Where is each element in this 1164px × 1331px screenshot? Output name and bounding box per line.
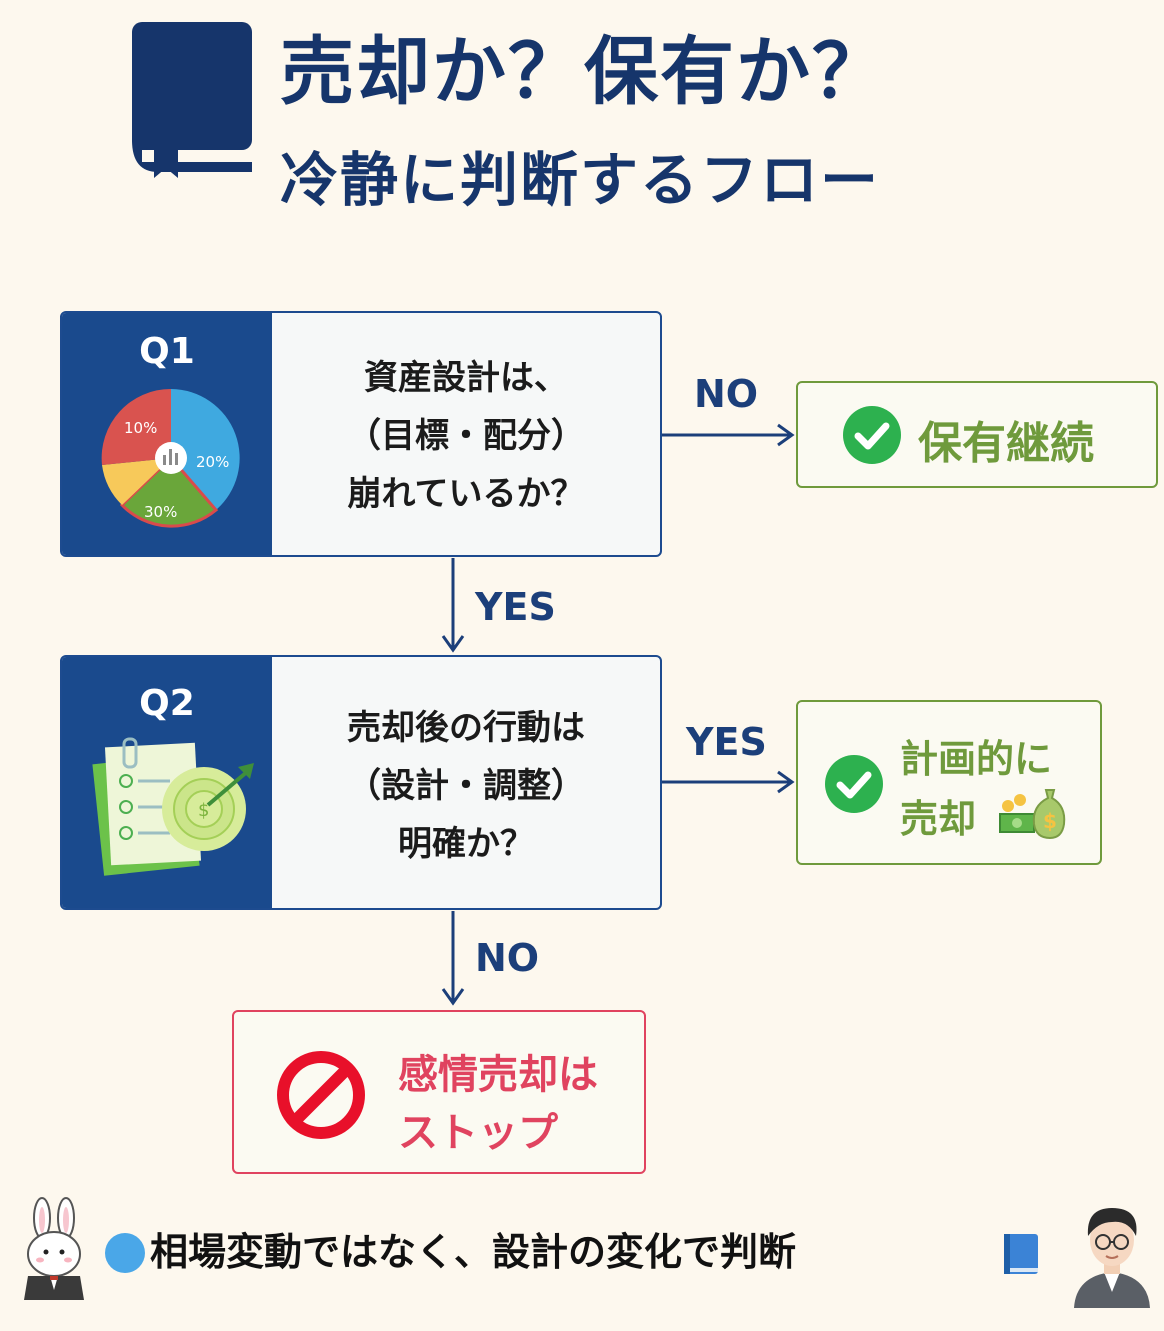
book-icon — [132, 22, 252, 178]
outcome-stop-line-2: ストップ — [398, 1110, 558, 1156]
outcome-sell-line-2: 売却 — [900, 797, 977, 841]
outcome-keep-box: 保有継続 — [796, 381, 1158, 488]
arrow-q1-no — [662, 423, 795, 447]
question-2-line-3: 明確か？ — [398, 824, 534, 864]
edge-label-q1-yes: YES — [475, 585, 556, 629]
pie-label-20: 20% — [196, 453, 229, 471]
outcome-keep-label: 保有継続 — [918, 418, 1094, 469]
outcome-sell-box: 計画的に 売却 $ — [796, 700, 1102, 865]
no-entry-icon — [277, 1051, 365, 1139]
checklist-target-icon: $ — [92, 737, 254, 876]
arrow-q2-no — [441, 911, 465, 1006]
page-subtitle: 冷静に判断するフロー — [280, 146, 881, 214]
check-icon — [843, 406, 901, 464]
outcome-stop-line-1: 感情売却は — [398, 1052, 598, 1098]
pie-label-30: 30% — [144, 503, 177, 521]
footer-message: 相場変動ではなく、設計の変化で判断 — [150, 1230, 797, 1274]
question-1-line-2: （目標・配分） — [347, 416, 585, 456]
edge-label-q2-yes: YES — [686, 720, 767, 764]
rabbit-mascot-icon — [24, 1197, 84, 1300]
pie-label-10: 10% — [124, 419, 157, 437]
question-1-line-1: 資産設計は、 — [364, 358, 568, 398]
blue-dot-icon — [105, 1233, 145, 1273]
page-title: 売却か？保有か？ — [280, 29, 888, 115]
question-1-line-3: 崩れているか？ — [347, 474, 585, 514]
question-1-panel: Q1 10% 20% 30% — [62, 313, 272, 555]
edge-label-q1-no: NO — [694, 372, 759, 416]
man-avatar-icon — [1074, 1208, 1150, 1308]
question-2-box: Q2 $ 売却後の行動は （設計・調整） 明確か？ — [60, 655, 662, 910]
question-2-line-1: 売却後の行動は — [347, 708, 585, 748]
question-2-line-2: （設計・調整） — [347, 766, 585, 806]
edge-label-q2-no: NO — [475, 936, 540, 980]
question-2-panel: Q2 $ — [62, 657, 272, 908]
outcome-sell-line-1: 計画的に — [900, 737, 1053, 781]
blue-book-icon — [1004, 1234, 1038, 1274]
svg-text:$: $ — [198, 800, 209, 821]
arrow-q2-yes — [662, 770, 795, 794]
question-2-label: Q2 — [139, 683, 195, 724]
question-1-text: 資産設計は、 （目標・配分） 崩れているか？ — [272, 349, 660, 523]
question-2-text: 売却後の行動は （設計・調整） 明確か？ — [272, 699, 660, 873]
pie-chart-icon: 10% 20% 30% — [101, 388, 240, 528]
svg-text:$: $ — [1043, 809, 1057, 833]
question-1-label: Q1 — [139, 331, 195, 372]
check-icon — [825, 755, 883, 813]
question-1-box: Q1 10% 20% 30% 資産設計は、 （目標・配分） 崩れているか？ — [60, 311, 662, 557]
money-bag-icon: $ — [999, 789, 1066, 840]
arrow-q1-yes — [441, 558, 465, 653]
outcome-stop-box: 感情売却は ストップ — [232, 1010, 646, 1174]
